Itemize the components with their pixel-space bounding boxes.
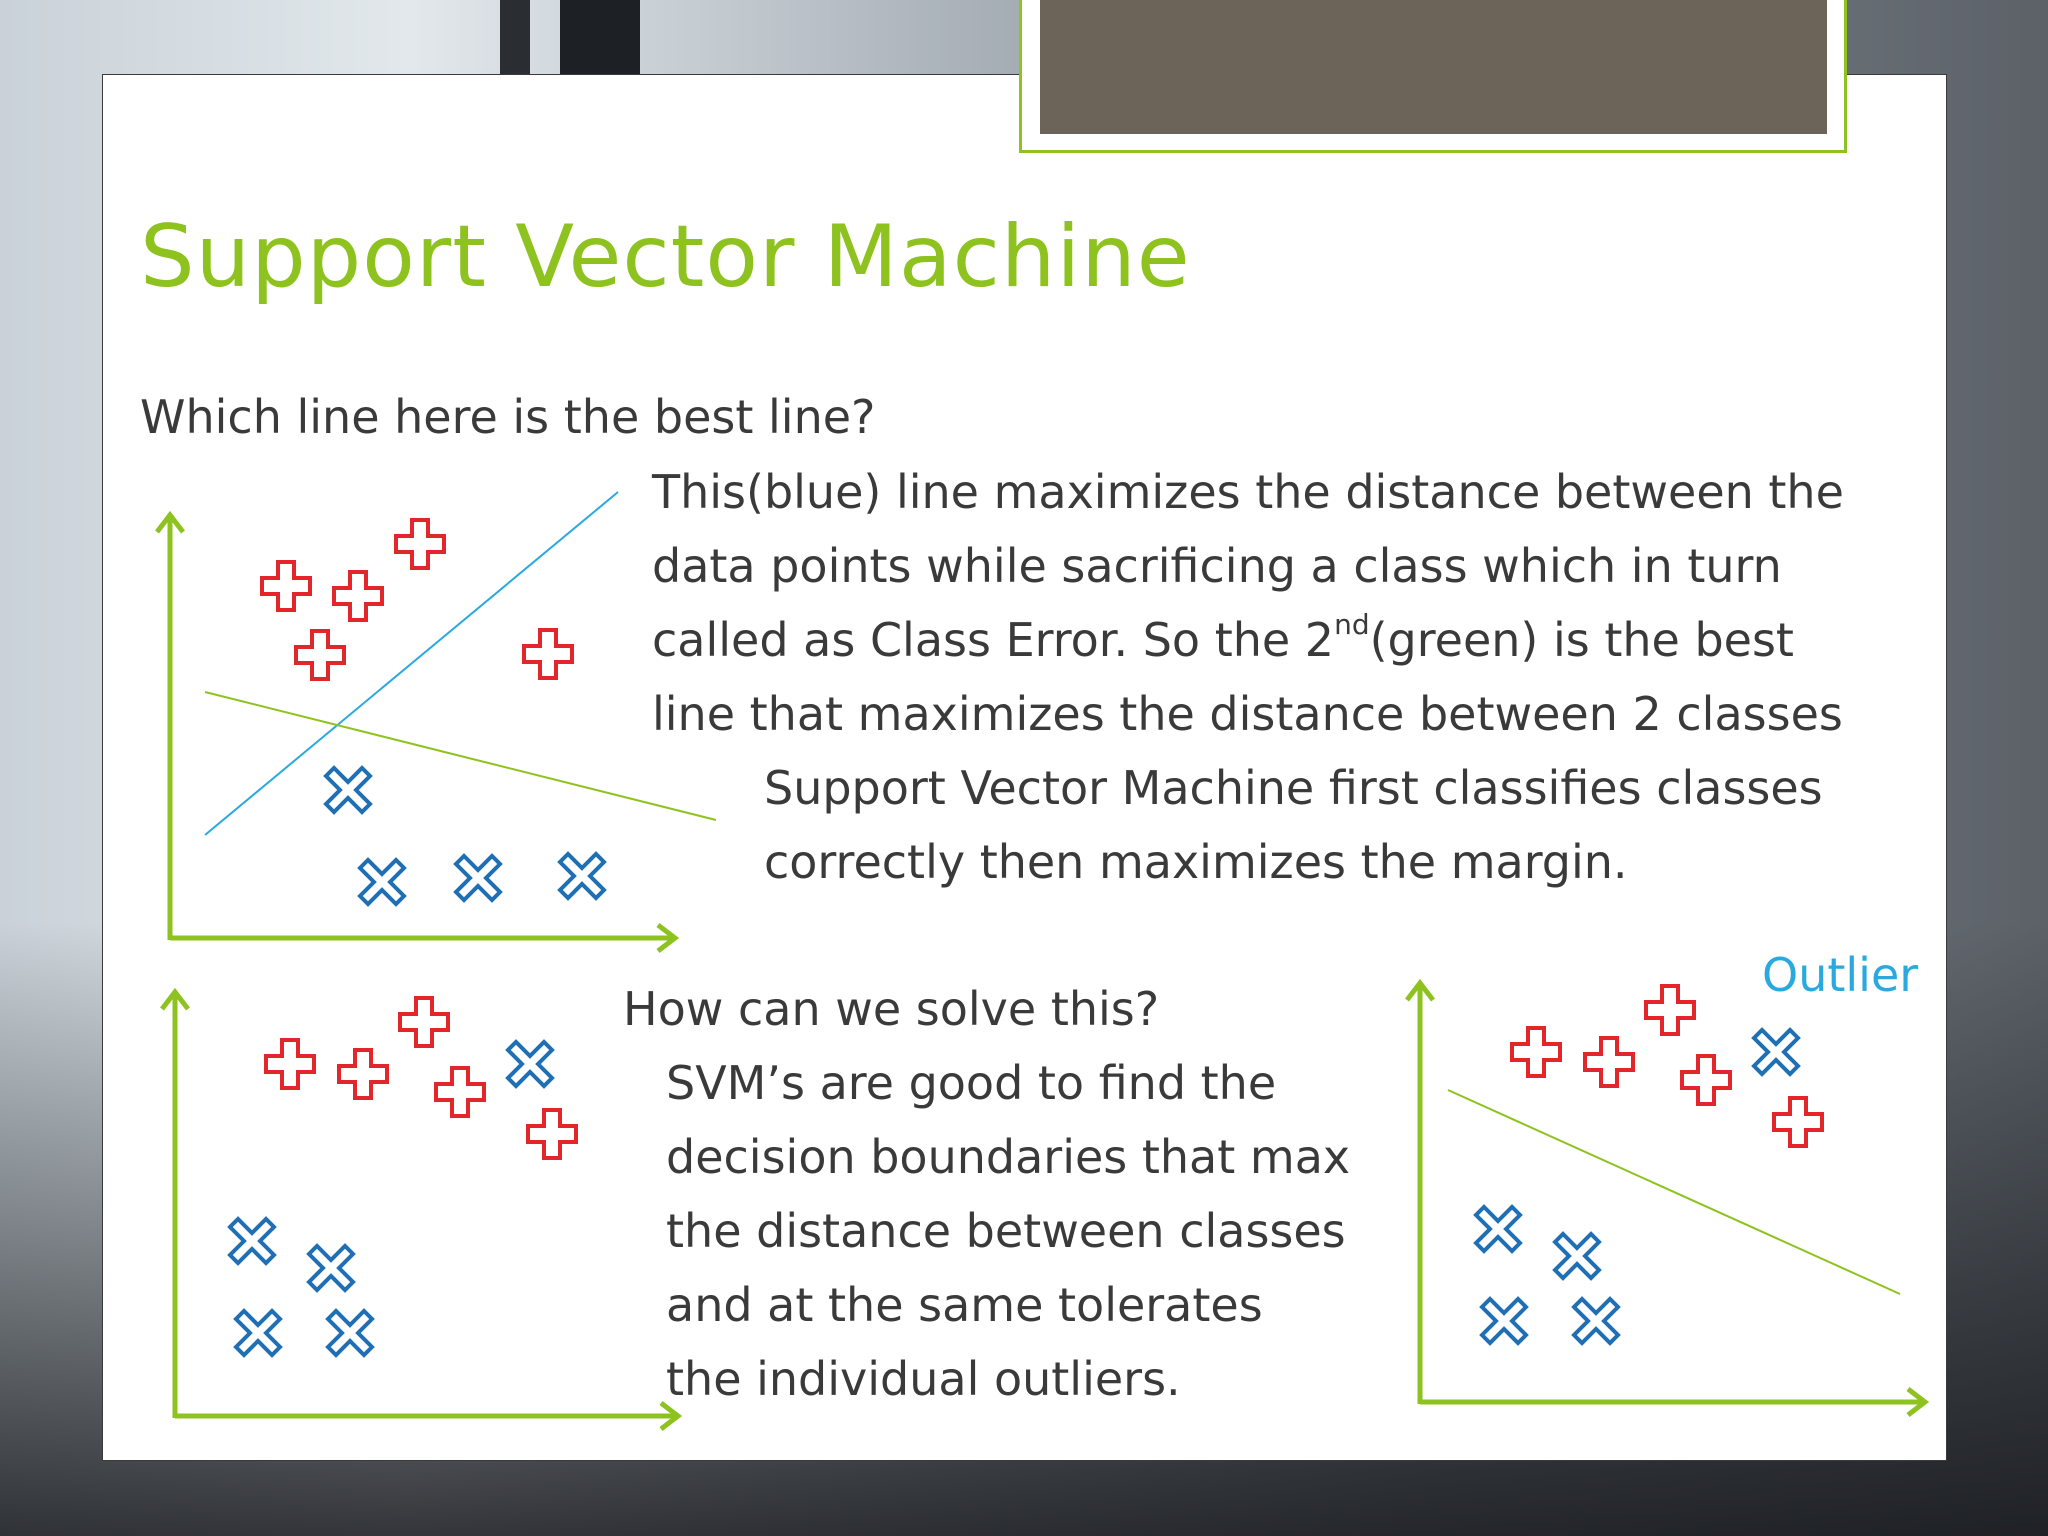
- plus-point: [1680, 1054, 1732, 1106]
- plus-point: [337, 1048, 389, 1100]
- slide-panel: [102, 74, 1947, 1461]
- explanation-line: data points while sacrificing a class wh…: [652, 539, 1782, 593]
- x-point: [506, 1040, 554, 1088]
- explanation-line: called as Class Error. So the 2nd(green)…: [652, 611, 1794, 668]
- green-separating-line: [204, 691, 717, 821]
- solve-question: How can we solve this?: [623, 982, 1160, 1036]
- diagram-bottom-left: [160, 987, 683, 1431]
- x-axis-arrowhead: [1906, 1387, 1930, 1417]
- answer-line: SVM’s are good to find the: [666, 1056, 1277, 1110]
- x-point: [558, 852, 606, 900]
- explanation-text: called as Class Error. So the 2: [652, 613, 1335, 667]
- x-point: [358, 858, 406, 906]
- y-axis-arrowhead: [1405, 978, 1435, 1002]
- answer-line: the distance between classes: [666, 1204, 1346, 1258]
- answer-line: and at the same tolerates: [666, 1278, 1263, 1332]
- x-axis-arrowhead: [656, 923, 680, 953]
- slide-title: Support Vector Machine: [140, 207, 1191, 307]
- x-point: [454, 854, 502, 902]
- explanation-text: (green) is the best: [1369, 613, 1794, 667]
- explanation-line: correctly then maximizes the margin.: [764, 835, 1628, 889]
- plus-point: [522, 628, 574, 680]
- x-point: [1474, 1205, 1522, 1253]
- diagram-top-left: [155, 491, 717, 953]
- window-frame: [500, 0, 530, 80]
- plus-point: [394, 518, 446, 570]
- explanation-line: Support Vector Machine first classifies …: [764, 761, 1823, 815]
- plus-point: [1510, 1026, 1562, 1078]
- x-point: [234, 1309, 282, 1357]
- plus-point: [332, 570, 384, 622]
- explanation-line: This(blue) line maximizes the distance b…: [652, 465, 1844, 519]
- plus-point: [264, 1038, 316, 1090]
- explanation-line: line that maximizes the distance between…: [652, 687, 1843, 741]
- x-point: [324, 766, 372, 814]
- x-point: [1572, 1297, 1620, 1345]
- x-point: [1480, 1297, 1528, 1345]
- plus-point: [1772, 1096, 1824, 1148]
- blue-separating-line: [204, 491, 619, 836]
- y-axis-arrowhead: [160, 987, 190, 1011]
- ordinal-superscript: nd: [1334, 608, 1370, 641]
- x-point: [326, 1309, 374, 1357]
- x-point: [307, 1244, 355, 1292]
- x-point: [1752, 1028, 1800, 1076]
- plus-point: [1583, 1036, 1635, 1088]
- window-frame: [560, 0, 640, 80]
- plus-point: [526, 1108, 578, 1160]
- plus-point: [398, 996, 450, 1048]
- plus-point: [434, 1066, 486, 1118]
- question-text: Which line here is the best line?: [140, 390, 876, 444]
- x-point: [228, 1217, 276, 1265]
- answer-line: decision boundaries that max: [666, 1130, 1351, 1184]
- outlier-label: Outlier: [1762, 948, 1919, 1002]
- y-axis-arrowhead: [155, 510, 185, 534]
- plus-point: [260, 560, 312, 612]
- x-axis-arrowhead: [659, 1401, 683, 1431]
- answer-line: the individual outliers.: [666, 1352, 1181, 1406]
- green-separating-line: [1447, 1089, 1901, 1295]
- plus-point: [294, 629, 346, 681]
- diagram-bottom-right: [1405, 978, 1930, 1417]
- x-point: [1553, 1232, 1601, 1280]
- decorative-tab-fill: [1040, 0, 1827, 134]
- plus-point: [1644, 984, 1696, 1036]
